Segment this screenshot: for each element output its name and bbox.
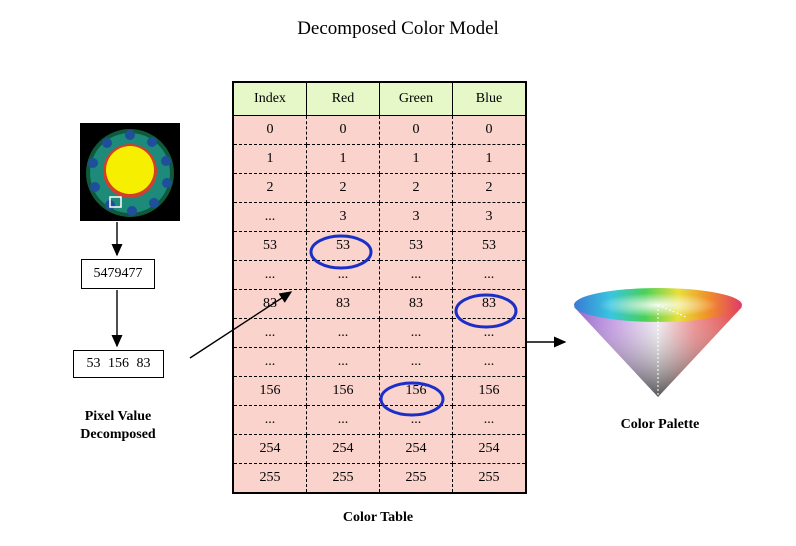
decomposed-value-box: 53 156 83 xyxy=(73,350,164,378)
table-cell: 254 xyxy=(452,434,527,464)
table-cell: ... xyxy=(306,405,380,435)
header-green: Green xyxy=(379,81,453,116)
table-cell: 255 xyxy=(306,463,380,494)
palette-caption: Color Palette xyxy=(620,417,700,432)
highlight-ring-blue xyxy=(454,293,518,329)
table-row: ............ xyxy=(232,260,527,290)
table-cell: ... xyxy=(452,347,527,377)
color-palette-cone xyxy=(574,288,742,397)
table-cell: 156 xyxy=(232,376,307,406)
table-cell: 53 xyxy=(232,231,307,261)
table-cell: ... xyxy=(232,318,307,348)
highlight-ring-green xyxy=(379,381,445,417)
table-cell: 2 xyxy=(306,173,380,203)
table-cell: 2 xyxy=(452,173,527,203)
table-cell: 2 xyxy=(232,173,307,203)
table-cell: 3 xyxy=(306,202,380,232)
table-cell: 53 xyxy=(452,231,527,261)
table-cell: 254 xyxy=(379,434,453,464)
pixel-value-box: 5479477 xyxy=(81,259,155,289)
table-cell: 0 xyxy=(452,115,527,145)
scan-thumbnail xyxy=(80,123,180,221)
highlight-ring-red xyxy=(309,234,373,270)
header-index: Index xyxy=(232,81,307,116)
pixel-caption: Pixel Value Decomposed xyxy=(80,409,156,442)
table-cell: ... xyxy=(232,202,307,232)
table-cell: 3 xyxy=(452,202,527,232)
table-cell: ... xyxy=(379,318,453,348)
table-cell: 2 xyxy=(379,173,453,203)
table-cell: ... xyxy=(232,347,307,377)
table-cell: 53 xyxy=(379,231,453,261)
table-cell: 1 xyxy=(379,144,453,174)
color-table-header: Index Red Green Blue xyxy=(232,81,527,116)
table-cell: ... xyxy=(306,318,380,348)
table-cell: 255 xyxy=(452,463,527,494)
table-cell: 0 xyxy=(306,115,380,145)
table-cell: 83 xyxy=(232,289,307,319)
table-cell: ... xyxy=(306,260,380,290)
table-cell: 83 xyxy=(306,289,380,319)
table-cell: ... xyxy=(232,260,307,290)
table-cell: ... xyxy=(452,260,527,290)
table-caption: Color Table xyxy=(342,510,414,525)
table-row: ............ xyxy=(232,318,527,348)
header-red: Red xyxy=(306,81,380,116)
table-cell: ... xyxy=(452,405,527,435)
table-cell: 0 xyxy=(379,115,453,145)
table-cell: 156 xyxy=(452,376,527,406)
table-cell: 3 xyxy=(379,202,453,232)
table-cell: 254 xyxy=(232,434,307,464)
table-cell: 156 xyxy=(306,376,380,406)
table-cell: ... xyxy=(379,347,453,377)
arrow-decomposed-to-table xyxy=(189,291,293,359)
table-cell: ... xyxy=(232,405,307,435)
table-cell: 255 xyxy=(379,463,453,494)
diagram-title: Decomposed Color Model xyxy=(297,18,499,39)
table-cell: 255 xyxy=(232,463,307,494)
table-cell: 1 xyxy=(306,144,380,174)
header-blue: Blue xyxy=(452,81,527,116)
table-row: ............ xyxy=(232,405,527,435)
table-cell: ... xyxy=(379,260,453,290)
table-cell: 254 xyxy=(306,434,380,464)
